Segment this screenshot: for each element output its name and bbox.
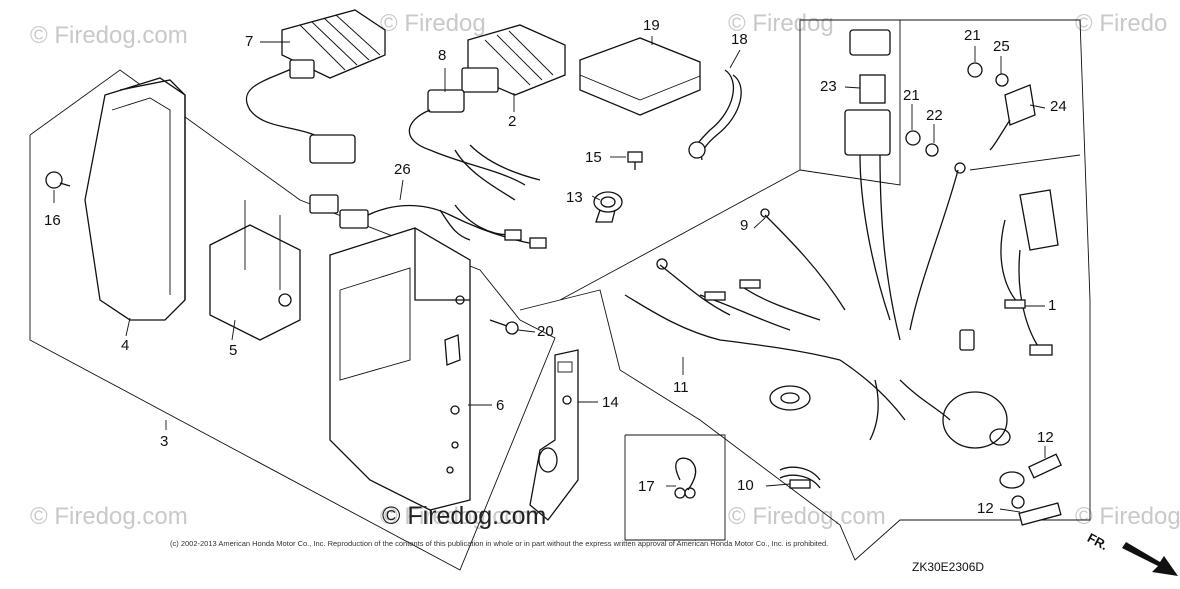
diagram-code: ZK30E2306D — [912, 560, 985, 574]
part-17-clip — [674, 457, 697, 499]
callout-15: 15 — [585, 149, 602, 166]
part-4-cover — [84, 77, 186, 321]
part-2-regulator — [461, 24, 566, 96]
part-14-plate — [529, 349, 579, 521]
part-grommet — [769, 385, 811, 411]
front-arrow-icon — [1122, 542, 1178, 576]
part-21-nut — [905, 62, 983, 146]
callout-11: 11 — [673, 379, 689, 396]
part-26-harness — [309, 194, 547, 249]
callout-13: 13 — [566, 189, 583, 206]
part-19-cover — [579, 37, 701, 116]
callout-6: 6 — [496, 397, 505, 414]
part-22-washer — [925, 143, 939, 157]
part-7-regulator — [245, 9, 386, 164]
group-outline-right — [519, 19, 1091, 561]
part-8-connector — [408, 89, 541, 201]
callout-2: 2 — [508, 113, 517, 130]
watermark: © Firedo — [1075, 10, 1168, 37]
callout-22: 22 — [926, 107, 943, 124]
callout-21-top: 21 — [964, 27, 981, 44]
callout-3: 3 — [160, 433, 169, 450]
leader-lines — [53, 36, 1046, 513]
callout-25: 25 — [993, 38, 1010, 55]
callout-26: 26 — [394, 161, 411, 178]
part-12-ground-cable — [909, 162, 966, 331]
callout-24: 24 — [1050, 98, 1067, 115]
watermark: © Firedog.com — [728, 503, 886, 530]
watermark: © Firedog — [380, 10, 486, 37]
part-16-bolt — [45, 171, 71, 189]
callout-23: 23 — [820, 78, 837, 95]
callout-10: 10 — [737, 477, 754, 494]
part-11-main-harness — [624, 258, 906, 441]
callout-20: 20 — [537, 323, 554, 340]
callout-8: 8 — [438, 47, 447, 64]
callout-17: 17 — [638, 478, 655, 495]
group-outline-clips — [624, 434, 726, 541]
part-18-band — [688, 69, 742, 161]
part-13-clip — [593, 191, 623, 223]
part-25-washer — [995, 73, 1009, 87]
part-24-terminal — [989, 84, 1036, 151]
callout-5: 5 — [229, 342, 238, 359]
part-23-fuse-holder — [844, 29, 901, 341]
part-5-bracket — [209, 200, 301, 341]
callout-1: 1 — [1048, 297, 1057, 314]
callout-14: 14 — [602, 394, 619, 411]
watermark: © Firedog.com — [30, 22, 188, 49]
callout-16: 16 — [44, 212, 61, 229]
part-20-screw — [489, 319, 519, 335]
callout-21-mid: 21 — [903, 87, 920, 104]
watermark: © Firedog.com — [380, 503, 538, 530]
copyright-notice: (c) 2002-2013 American Honda Motor Co., … — [170, 539, 829, 548]
part-6-control-box — [329, 227, 471, 511]
callout-7: 7 — [245, 33, 254, 50]
callout-18: 18 — [731, 31, 748, 48]
watermark: © Firedog — [728, 10, 834, 37]
part-solenoid — [899, 329, 1011, 449]
callout-12-upper: 12 — [1037, 429, 1054, 446]
watermark: © Firedog.com — [30, 503, 188, 530]
part-12-terminal-covers — [999, 453, 1062, 526]
callout-19: 19 — [643, 17, 660, 34]
brand-watermark: © Firedog.com — [382, 502, 547, 530]
part-15-bolt — [627, 151, 643, 170]
callout-4: 4 — [121, 337, 130, 354]
callout-9: 9 — [740, 217, 749, 234]
part-9-cable — [760, 208, 846, 311]
part-1-switch — [1000, 189, 1059, 356]
callout-12-lower: 12 — [977, 500, 994, 517]
watermark: © Firedog — [1075, 503, 1180, 530]
